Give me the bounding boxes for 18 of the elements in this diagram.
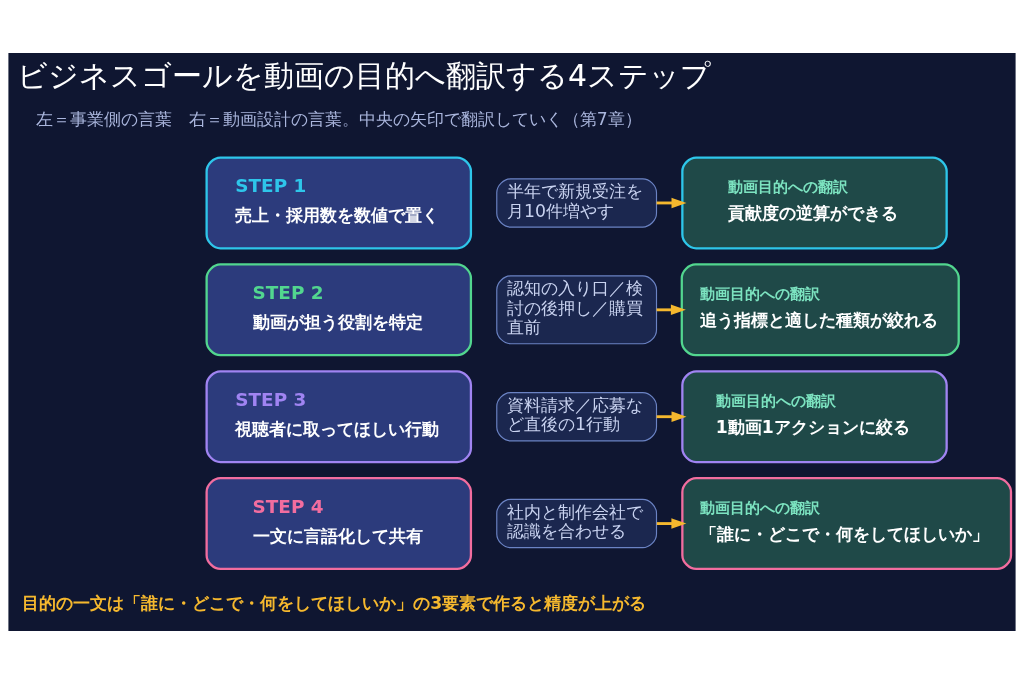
arrow: [656, 410, 687, 422]
node-box: 社内と制作会社で認識を合わせる: [496, 498, 658, 548]
node-box: STEP 3 視聴者に取ってほしい行動: [205, 369, 473, 463]
node-box: 半年で新規受注を月10件増やす: [496, 177, 658, 228]
arrow: [656, 517, 687, 529]
node-box: 動画目的への翻訳 「誰に・どこで・何をしてほしいか」: [681, 476, 1013, 570]
node-box: STEP 2 動画が担う役割を特定: [205, 262, 473, 356]
node-box: STEP 4 一文に言語化して共有: [205, 476, 473, 570]
node-box: 動画目的への翻訳 1動画1アクションに絞る: [681, 369, 948, 463]
label: 目的の一文は「誰に・どこで・何をしてほしいか」の3要素で作ると精度が上がる: [22, 592, 647, 613]
node-box: 認知の入り口／検討の後押し／購買直前: [496, 274, 658, 344]
label: 左＝事業側の言葉 右＝動画設計の言葉。中央の矢印で翻訳していく（第7章）: [35, 108, 642, 129]
diagram-title: ビジネスゴールを動画の目的へ翻訳する4ステップ: [17, 57, 712, 93]
node-box: STEP 1 売上・採用数を数値で置く: [205, 155, 473, 249]
node-box: 動画目的への翻訳 追う指標と適した種類が絞れる: [680, 262, 960, 356]
node-box: 動画目的への翻訳 貢献度の逆算ができる: [681, 155, 948, 249]
arrow: [656, 304, 686, 315]
node-box: 資料請求／応募など直後の1行動: [496, 391, 658, 441]
